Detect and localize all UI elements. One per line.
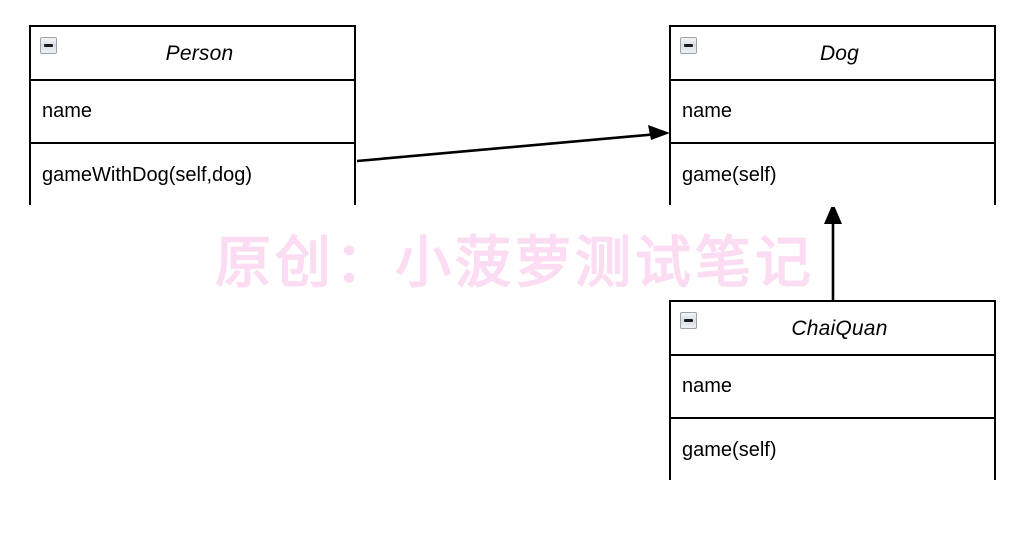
watermark-text: 原创：小菠萝测试笔记 <box>215 231 815 294</box>
uml-class-chaiquan-attribute: name <box>671 356 994 419</box>
relation-person-to-dog-arrowhead <box>648 125 670 140</box>
uml-class-chaiquan-header: ChaiQuan <box>671 302 994 356</box>
collapse-minus-icon-bar <box>44 44 53 47</box>
uml-class-person-attribute: name <box>31 81 354 144</box>
collapse-minus-icon[interactable] <box>680 37 697 54</box>
uml-class-chaiquan[interactable]: ChaiQuan name game(self) <box>669 300 996 482</box>
collapse-minus-icon[interactable] <box>40 37 57 54</box>
collapse-minus-icon-bar <box>684 44 693 47</box>
uml-class-dog[interactable]: Dog name game(self) <box>669 25 996 207</box>
uml-class-chaiquan-method: game(self) <box>671 419 994 482</box>
uml-class-dog-header: Dog <box>671 27 994 81</box>
uml-class-person-title: Person <box>165 41 234 65</box>
collapse-minus-icon[interactable] <box>680 312 697 329</box>
collapse-minus-icon-bar <box>684 319 693 322</box>
uml-class-person[interactable]: Person name gameWithDog(self,dog) <box>29 25 356 207</box>
uml-class-dog-title: Dog <box>819 41 860 65</box>
uml-class-person-header: Person <box>31 27 354 81</box>
relation-person-to-dog <box>356 125 670 163</box>
uml-class-person-method: gameWithDog(self,dog) <box>31 144 354 207</box>
uml-class-dog-attribute: name <box>671 81 994 144</box>
relation-person-to-dog-line <box>356 132 659 163</box>
uml-class-dog-method: game(self) <box>671 144 994 207</box>
uml-class-chaiquan-title: ChaiQuan <box>791 316 888 340</box>
